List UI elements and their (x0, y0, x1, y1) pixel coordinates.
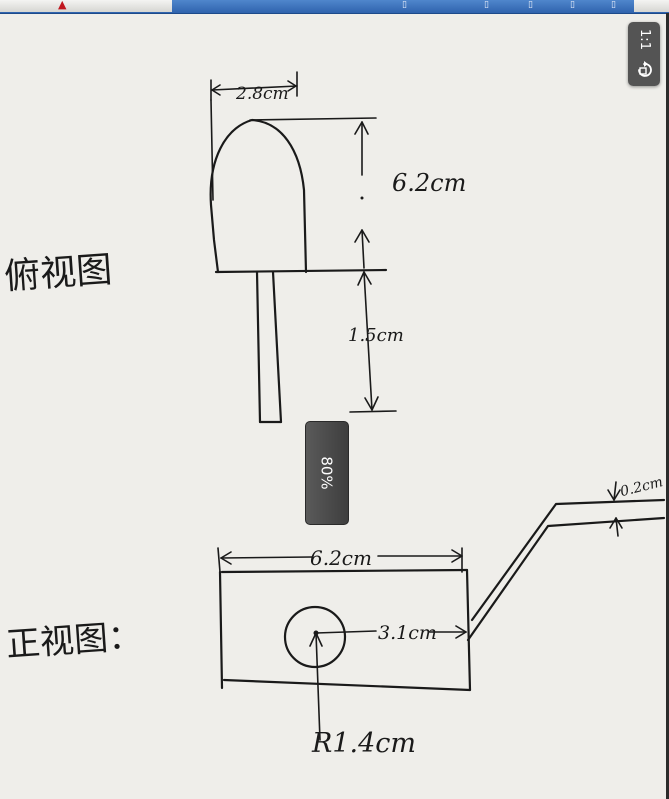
front-view-edge-distance-label: 3.1cm (378, 622, 437, 644)
top-view-width-label: 2.8cm (235, 84, 289, 104)
front-view-hole-radius-label: R1.4cm (311, 728, 416, 759)
taskbar-glyph: ▯ (570, 0, 575, 10)
top-view-stem-label: 1.5cm (348, 325, 404, 346)
taskbar-segment (0, 0, 172, 12)
window-right-edge (666, 13, 669, 799)
zoom-toolbar: 1:1 (628, 22, 660, 86)
taskbar: ▲ ▯ ▯ ▯ ▯ ▯ (0, 0, 669, 14)
actual-size-button[interactable]: 1:1 (628, 24, 660, 54)
front-view-width-label: 6.2cm (310, 546, 372, 570)
taskbar-glyph: ▯ (611, 0, 616, 10)
taskbar-glyph: ▯ (484, 0, 489, 10)
taskbar-segment (634, 0, 669, 12)
actual-size-label: 1:1 (636, 28, 652, 50)
front-view-drawing (217, 481, 666, 741)
top-view-height-label: 6.2cm (392, 169, 466, 197)
top-view-drawing (209, 71, 397, 424)
zoom-percent-label: 80% (318, 456, 336, 490)
front-view-thickness-label: 0.2cm (619, 474, 665, 500)
top-view-title: 俯视图 (3, 249, 114, 297)
cursor-icon: ▲ (58, 0, 67, 11)
rotate-icon (638, 61, 652, 77)
front-view-title: 正视图： (5, 616, 143, 665)
taskbar-glyph: ▯ (528, 0, 533, 10)
taskbar-glyph: ▯ (402, 0, 407, 10)
rotate-button[interactable] (628, 54, 660, 84)
zoom-level-indicator: 80% (305, 421, 349, 525)
